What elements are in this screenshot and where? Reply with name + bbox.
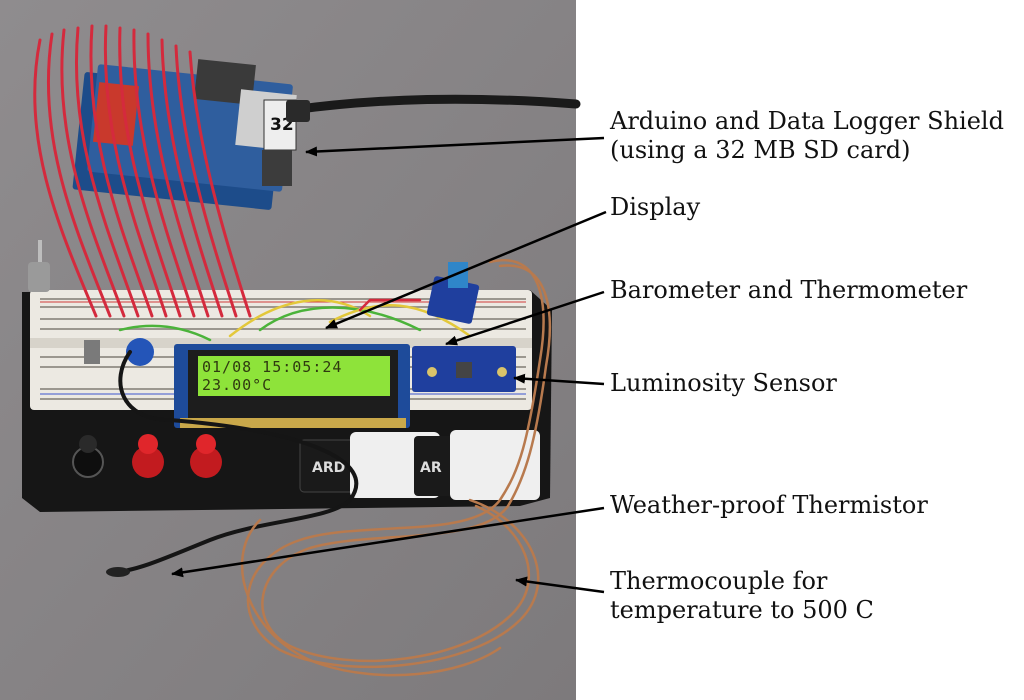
thermistor-cable <box>114 350 359 574</box>
label-luminosity: Luminosity Sensor <box>610 369 837 397</box>
luminosity-sensor <box>412 346 516 392</box>
label-arduino: Arduino and Data Logger Shield (using a … <box>610 107 1004 164</box>
label-display: Display <box>610 193 701 221</box>
potentiometer <box>126 338 154 366</box>
lcd-line-1: 01/08 15:05:24 <box>202 358 342 376</box>
label-thermocouple: Thermocouple for temperature to 500 C <box>610 567 874 624</box>
arrow-thermocouple <box>515 576 605 594</box>
barometer-sensor <box>426 262 480 324</box>
breadboard-channel <box>30 338 532 348</box>
lcd-display: 01/08 15:05:24 23.00°C <box>174 344 410 428</box>
binding-posts <box>72 434 222 478</box>
lcd-line-2: 23.00°C <box>202 376 272 394</box>
arrow-display <box>325 210 607 330</box>
arrow-thermistor <box>171 506 605 578</box>
label-barometer: Barometer and Thermometer <box>610 276 968 304</box>
toggle-switch <box>28 240 50 292</box>
annotation-arrows <box>171 136 607 594</box>
hookup-wires <box>118 298 472 342</box>
label-thermistor: Weather-proof Thermistor <box>610 491 928 519</box>
holder-label-left: ARD <box>312 460 345 476</box>
thermistor-probe <box>106 567 130 577</box>
usb-plug <box>286 100 310 122</box>
arrow-luminosity <box>513 373 605 386</box>
usb-cable <box>287 94 581 115</box>
transistor <box>84 340 100 364</box>
cable-holders: ARD AR <box>299 430 540 500</box>
arrow-barometer <box>445 290 605 346</box>
holder-label-right: AR <box>420 460 442 476</box>
arrow-arduino <box>305 136 605 157</box>
red-jumper-wires <box>33 24 252 318</box>
